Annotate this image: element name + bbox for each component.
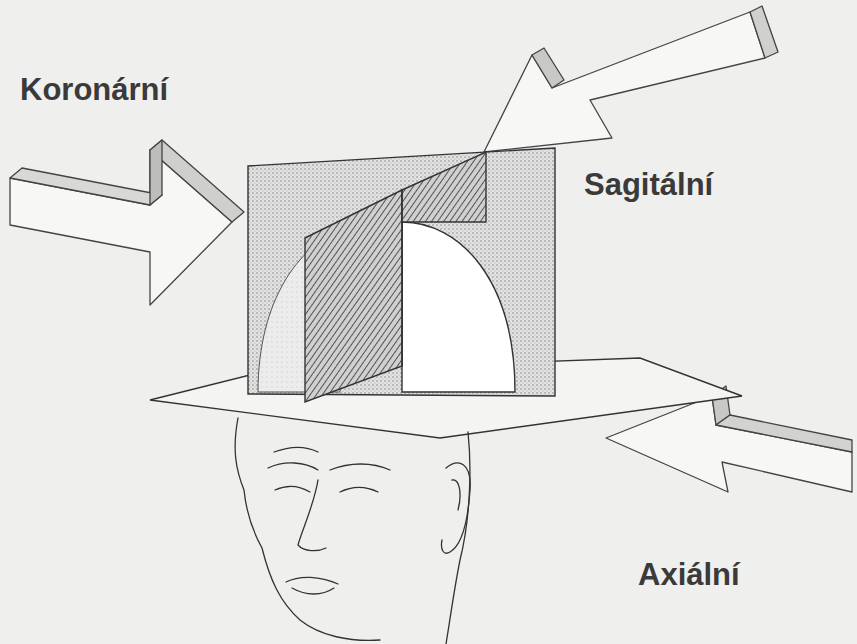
head-outline bbox=[235, 418, 470, 644]
plane-label: Koronární bbox=[20, 73, 168, 107]
head-dome bbox=[402, 222, 515, 392]
plane-label: Axiální bbox=[638, 558, 740, 592]
sagittal-plane bbox=[305, 190, 402, 402]
coronal-arrow bbox=[10, 140, 244, 305]
plane-label: Sagitální bbox=[584, 168, 713, 202]
sagittal-plane bbox=[402, 152, 486, 222]
coronal-plane bbox=[248, 148, 555, 396]
sagittal-arrow bbox=[484, 6, 778, 152]
